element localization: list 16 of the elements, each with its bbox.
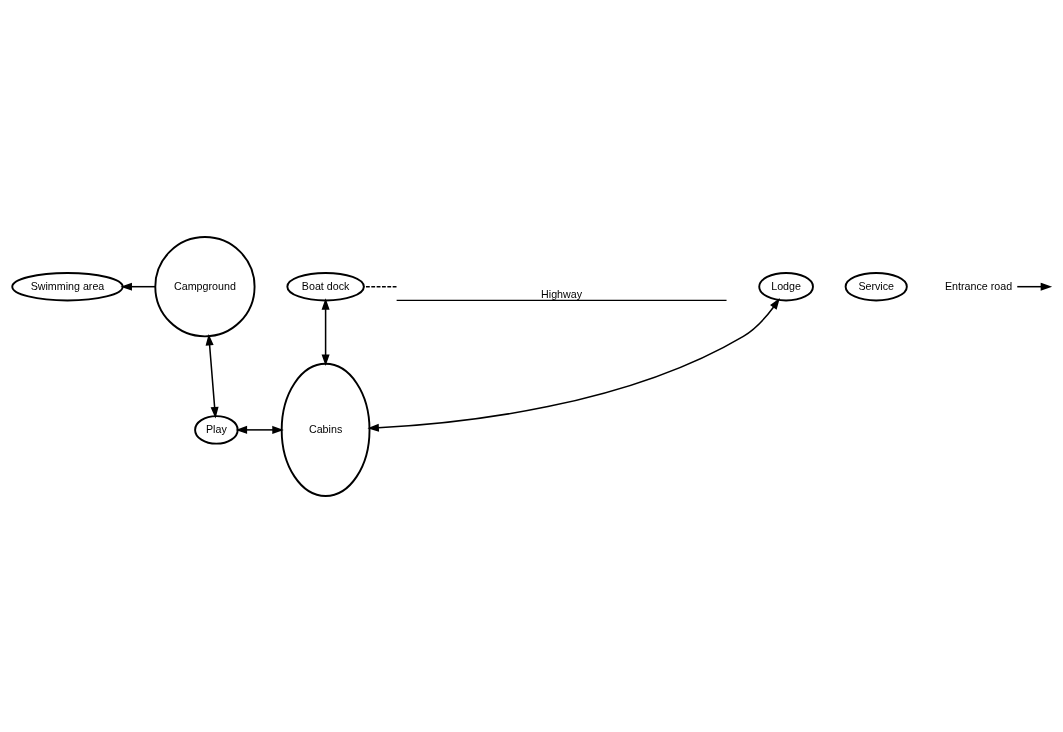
arrow: [1016, 282, 1053, 291]
node-ellipse: Swimming area: [11, 271, 124, 301]
node-circle: Campground: [154, 235, 256, 337]
arrow: [367, 297, 780, 432]
arrow: [235, 425, 284, 434]
connector: [363, 285, 398, 287]
node-ellipse: Boat dock: [286, 271, 365, 301]
node-ellipse: Play: [194, 414, 239, 445]
arrow: [205, 333, 219, 418]
node-ellipse: Service: [844, 271, 908, 301]
node-ellipse: Cabins: [280, 362, 371, 497]
node-text: Highway: [541, 287, 583, 300]
arrow: [120, 282, 156, 291]
arrow: [321, 297, 330, 366]
node-ellipse: Lodge: [758, 271, 814, 301]
node-text: Entrance road: [944, 279, 1013, 292]
